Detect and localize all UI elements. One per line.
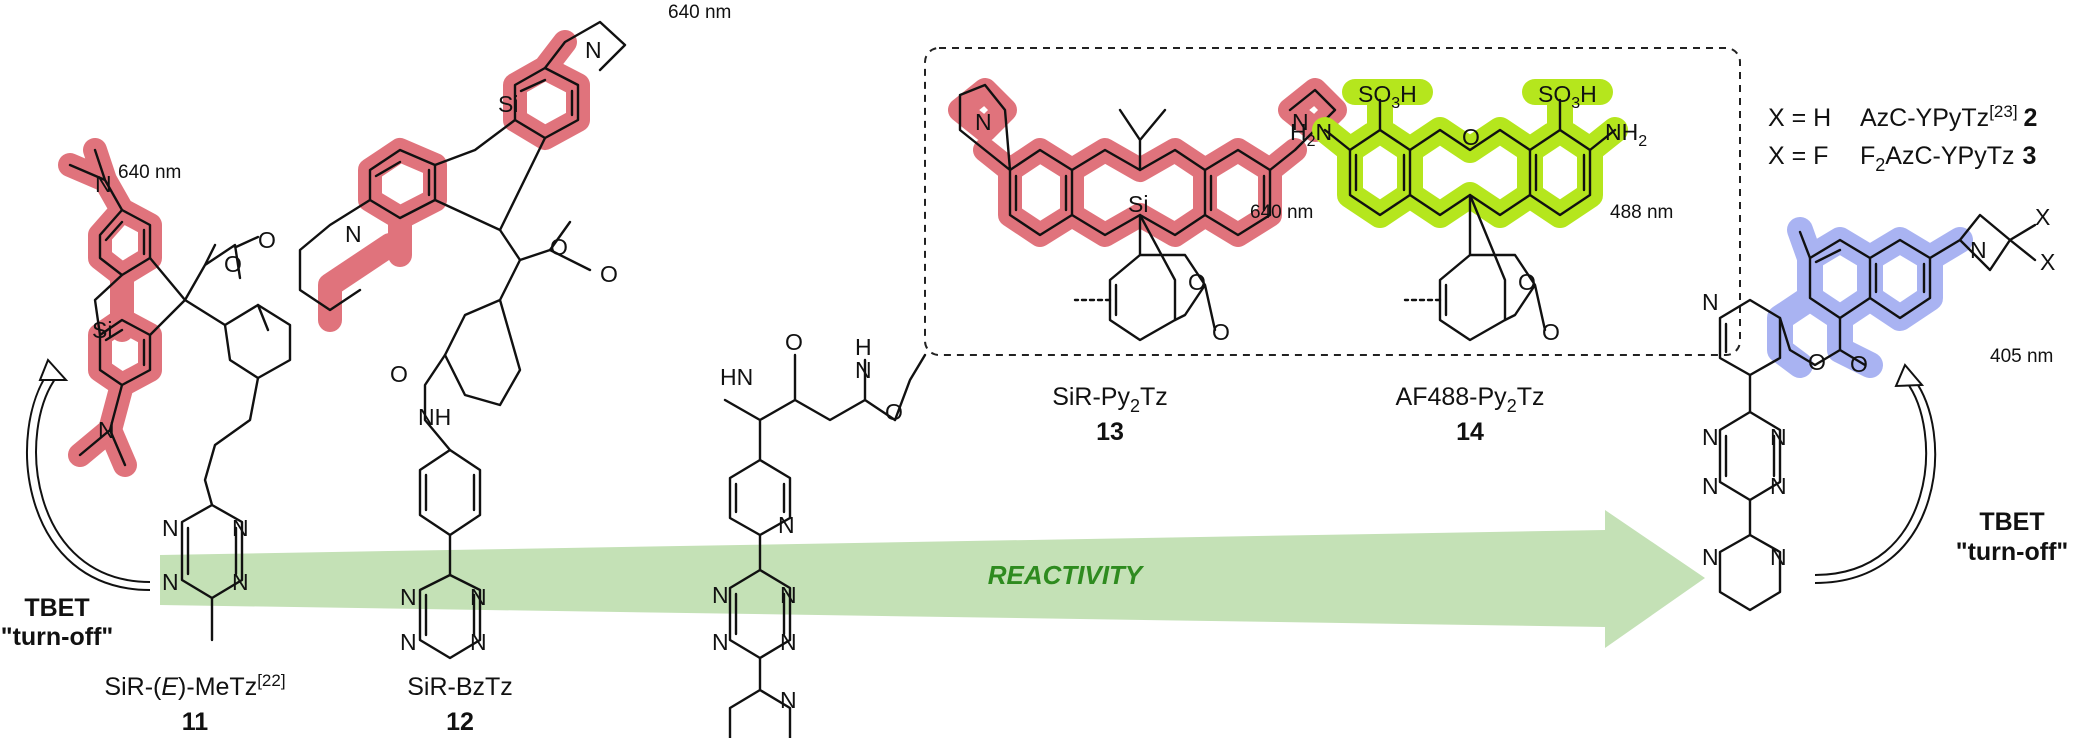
compound-13-structure: [948, 78, 1347, 342]
o-atom-13a: O: [1188, 269, 1206, 295]
nh-atom-core-b: H: [855, 334, 872, 360]
legend-2-x: X = H: [1768, 104, 1831, 132]
n-atom-13b: N: [1292, 109, 1309, 135]
n-atom-12d: N: [470, 584, 487, 610]
wavelength-14: 488 nm: [1610, 202, 1673, 223]
o-atom-14b: O: [1542, 319, 1560, 345]
wavelength-12: 640 nm: [668, 2, 731, 23]
si-atom-11: Si: [92, 317, 112, 343]
compound-11-number: 11: [182, 708, 209, 736]
legend-2-name: AzC-YPyTz[23]2: [1860, 102, 2037, 132]
n-atom-12c: N: [400, 584, 417, 610]
wavelength-11: 640 nm: [118, 162, 181, 183]
compound-11-name: SiR-(E)-MeTz[22]: [104, 671, 285, 701]
x-atom-2b: X: [2040, 249, 2055, 275]
n-atom-11e: N: [162, 569, 179, 595]
compound-11-structure: [58, 138, 292, 642]
turnoff-right-label: "turn-off": [1956, 538, 2069, 566]
nh-atom-core: HN: [720, 364, 753, 390]
so3h-atom-14a: SO3H: [1358, 81, 1417, 112]
reactivity-arrow: [160, 510, 1705, 648]
dye-box: [924, 47, 1741, 356]
compound-12-name: SiR-BzTz: [407, 673, 513, 701]
compound-12-number: 12: [446, 708, 474, 736]
n-atom-2-py: N: [1702, 289, 1719, 315]
n-atom-2a: N: [1970, 237, 1987, 263]
tbet-left-label: TBET: [24, 594, 89, 622]
nh2-atom-14a: H2N: [1290, 119, 1332, 150]
tbet-right-label: TBET: [1979, 508, 2044, 536]
wavelength-13: 640 nm: [1250, 202, 1313, 223]
compound-14-name: AF488-Py2Tz: [1396, 383, 1545, 416]
o-atom-12b: O: [600, 261, 618, 287]
n-atom-2f: N: [1702, 544, 1719, 570]
o-atom-core-b: O: [885, 399, 903, 425]
reactivity-label: REACTIVITY: [988, 560, 1145, 590]
n-atom-core-b: N: [855, 357, 872, 383]
legend-3-x: X = F: [1768, 142, 1828, 170]
wavelength-3: 405 nm: [1990, 346, 2053, 367]
compound-14-number: 14: [1456, 418, 1484, 446]
n-atom-11c: N: [162, 515, 179, 541]
n-atom-2b: N: [1702, 424, 1719, 450]
n-atom-2c: N: [1770, 424, 1787, 450]
n-atom-11a: N: [95, 171, 112, 197]
compound-12-structure: [298, 20, 627, 660]
n-atom-11f: N: [232, 569, 249, 595]
turnoff-left-label: "turn-off": [1, 623, 114, 651]
n-atom-11d: N: [232, 515, 249, 541]
n-atom-12f: N: [470, 629, 487, 655]
n-atom-2g: N: [1770, 544, 1787, 570]
o-atom-14-bridge: O: [1462, 124, 1480, 150]
n-atom-core-d: N: [712, 629, 729, 655]
compound-2-3-structure: [1718, 213, 2037, 612]
o-atom-14a: O: [1518, 269, 1536, 295]
n-atom-12a: N: [585, 37, 602, 63]
so3h-atom-14b: SO3H: [1538, 81, 1597, 112]
o-atom-2b: O: [1850, 351, 1868, 377]
compound-13-name: SiR-Py2Tz: [1052, 383, 1168, 416]
o-atom-12a: O: [550, 234, 568, 260]
n-atom-core-e: N: [780, 629, 797, 655]
compound-13-number: 13: [1096, 418, 1124, 446]
n-atom-core-py: N: [778, 512, 795, 538]
n-atom-12b: N: [345, 221, 362, 247]
n-atom-core-a: N: [712, 582, 729, 608]
n-atom-2d: N: [1702, 473, 1719, 499]
n-atom-11b: N: [98, 417, 115, 443]
si-atom-12: Si: [498, 91, 518, 117]
si-atom-13: Si: [1128, 191, 1148, 217]
n-atom-core-c: N: [780, 582, 797, 608]
py2tz-core-structure: [723, 353, 927, 738]
n-atom-12e: N: [400, 629, 417, 655]
n-atom-core-f: N: [780, 687, 797, 713]
o-atom-11b: O: [258, 227, 276, 253]
n-atom-13a: N: [975, 109, 992, 135]
tbet-arrow-right: [1814, 379, 1928, 576]
compound-14-structure: [1312, 79, 1628, 342]
o-atom-11a: O: [224, 251, 242, 277]
tbet-arrow-left: [26, 369, 151, 591]
x-atom-2a: X: [2035, 204, 2050, 230]
o-atom-13b: O: [1212, 319, 1230, 345]
n-atom-2e: N: [1770, 473, 1787, 499]
o-atom-core-a: O: [785, 329, 803, 355]
o-atom-12c: O: [390, 361, 408, 387]
nh-atom-12: NH: [418, 404, 451, 430]
o-atom-2a: O: [1808, 349, 1826, 375]
